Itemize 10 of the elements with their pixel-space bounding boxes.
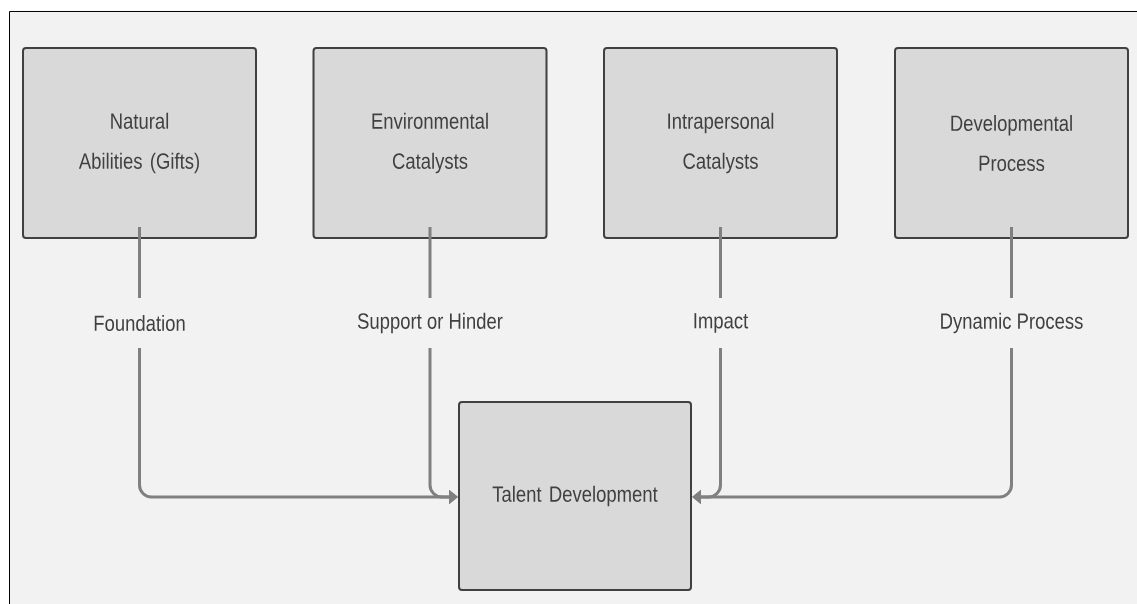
process-box: Intrapersonal Catalysts	[603, 47, 838, 239]
edge-label: Impact	[690, 298, 751, 348]
arrow	[692, 227, 1013, 505]
edge-label: Foundation	[91, 298, 188, 348]
process-box: Natural Abilities (Gifts)	[22, 47, 257, 239]
edge-label: Support or Hinder	[355, 298, 505, 348]
process-box: Environmental Catalysts	[312, 47, 548, 239]
edge-label: Dynamic Process	[937, 298, 1086, 348]
process-box: Developmental Process	[894, 47, 1129, 239]
process-box: Talent Development	[458, 401, 692, 591]
